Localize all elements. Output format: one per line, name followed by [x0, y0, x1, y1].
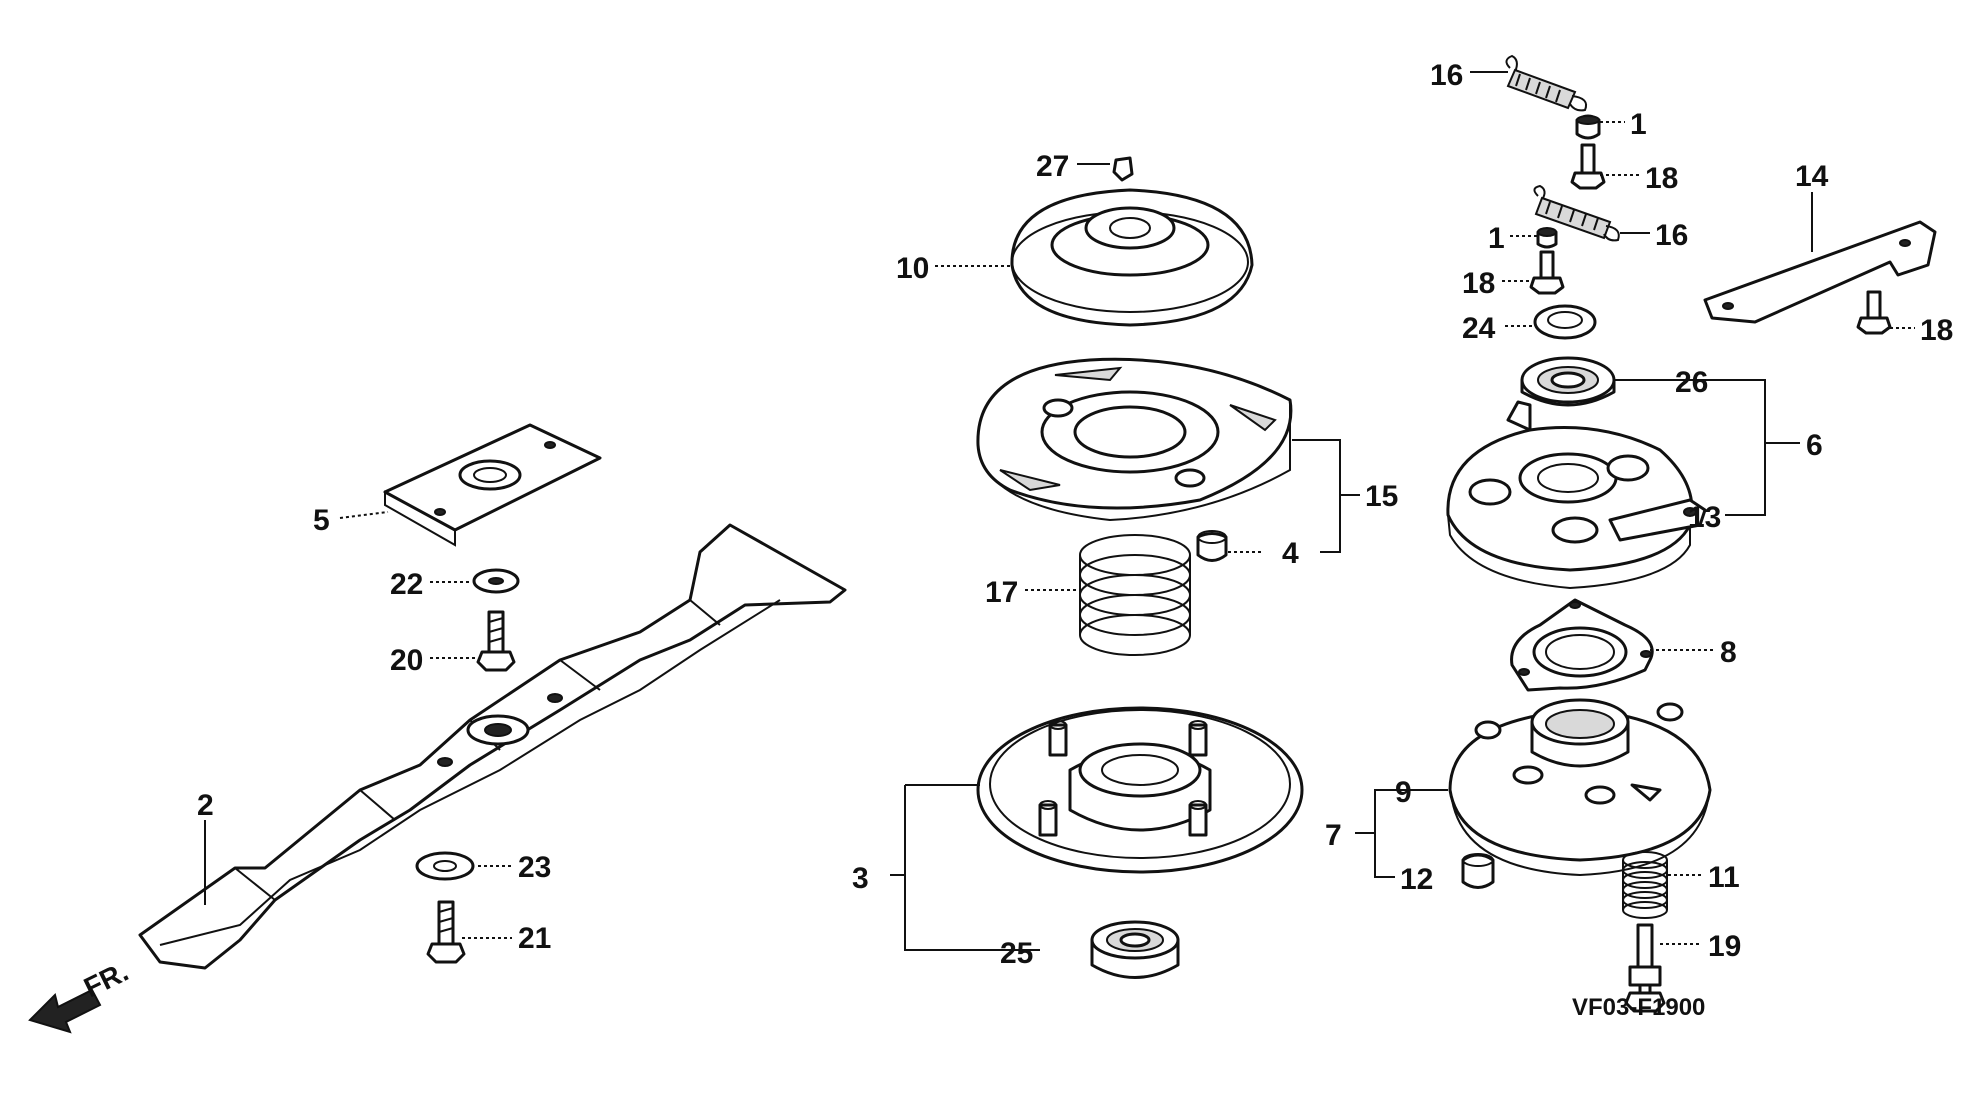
callout-2: 2: [197, 789, 214, 822]
part-4-nut: [1196, 530, 1228, 562]
callout-1-upper: 1: [1630, 108, 1647, 141]
part-27-key: [1112, 156, 1134, 182]
callout-27: 27: [1036, 150, 1069, 183]
callout-14: 14: [1795, 160, 1829, 193]
callout-18-right: 18: [1920, 314, 1953, 347]
callout-3: 3: [852, 862, 869, 895]
part-18-bolt-right: [1856, 290, 1892, 335]
callout-1-lower: 1: [1488, 222, 1505, 255]
part-1-collar-upper: [1575, 114, 1601, 140]
callout-7: 7: [1325, 819, 1342, 852]
part-16-spring-lower: [1533, 184, 1620, 242]
part-24-seal: [1533, 304, 1597, 340]
part-14-brake-arm: [1703, 220, 1937, 324]
callout-8: 8: [1720, 636, 1737, 669]
callout-19: 19: [1708, 930, 1741, 963]
part-19-pin-bolt: [1624, 923, 1666, 1013]
callout-22: 22: [390, 568, 423, 601]
callout-10: 10: [896, 252, 929, 285]
part-3-clutch-disk: [976, 706, 1304, 874]
part-9-flange: [1448, 698, 1712, 877]
part-8-plate: [1510, 598, 1654, 692]
callout-labels: 5 22 20 2 23 21 27 10 15 4 17 3 25 16 1 …: [197, 59, 1953, 1021]
part-2-blade: [138, 523, 847, 970]
part-22-washer: [472, 568, 520, 594]
callout-9: 9: [1395, 776, 1412, 809]
part-13-brake-housing: [1446, 400, 1707, 590]
callout-17: 17: [985, 576, 1018, 609]
part-5-blade-holder: [383, 423, 602, 547]
callout-16-lower: 16: [1655, 219, 1688, 252]
part-15-clutch-plate: [976, 357, 1293, 522]
callout-25: 25: [1000, 937, 1033, 970]
part-18-bolt-lower: [1529, 250, 1565, 295]
part-11-spring: [1622, 851, 1668, 919]
part-1-collar-lower: [1536, 227, 1558, 249]
callout-4: 4: [1282, 537, 1299, 570]
callout-12: 12: [1400, 863, 1433, 896]
callout-11: 11: [1708, 861, 1740, 894]
part-17-spring: [1079, 534, 1191, 656]
callout-13: 13: [1688, 501, 1721, 534]
callout-15: 15: [1365, 480, 1398, 513]
part-20-bolt: [476, 610, 516, 672]
callout-5: 5: [313, 504, 330, 537]
part-18-bolt-upper: [1570, 143, 1606, 190]
callout-23: 23: [518, 851, 551, 884]
part-10-pulley: [1010, 188, 1254, 327]
callout-21: 21: [518, 922, 551, 955]
front-direction-arrow: [28, 988, 102, 1034]
leader-lines: [204, 71, 1915, 951]
callout-6: 6: [1806, 429, 1823, 462]
part-16-spring-upper: [1505, 54, 1588, 112]
part-26-bearing: [1520, 356, 1616, 407]
callout-18-upper: 18: [1645, 162, 1678, 195]
diagram-code: VF03-F1900: [1572, 994, 1705, 1021]
part-23-washer: [415, 851, 475, 881]
callout-16-upper: 16: [1430, 59, 1463, 92]
callout-24: 24: [1462, 312, 1496, 345]
callout-26: 26: [1675, 366, 1708, 399]
part-12-nut: [1461, 853, 1495, 889]
callout-18-lower: 18: [1462, 267, 1495, 300]
part-21-bolt: [426, 900, 466, 964]
callout-20: 20: [390, 644, 423, 677]
part-25-bearing: [1090, 920, 1180, 979]
